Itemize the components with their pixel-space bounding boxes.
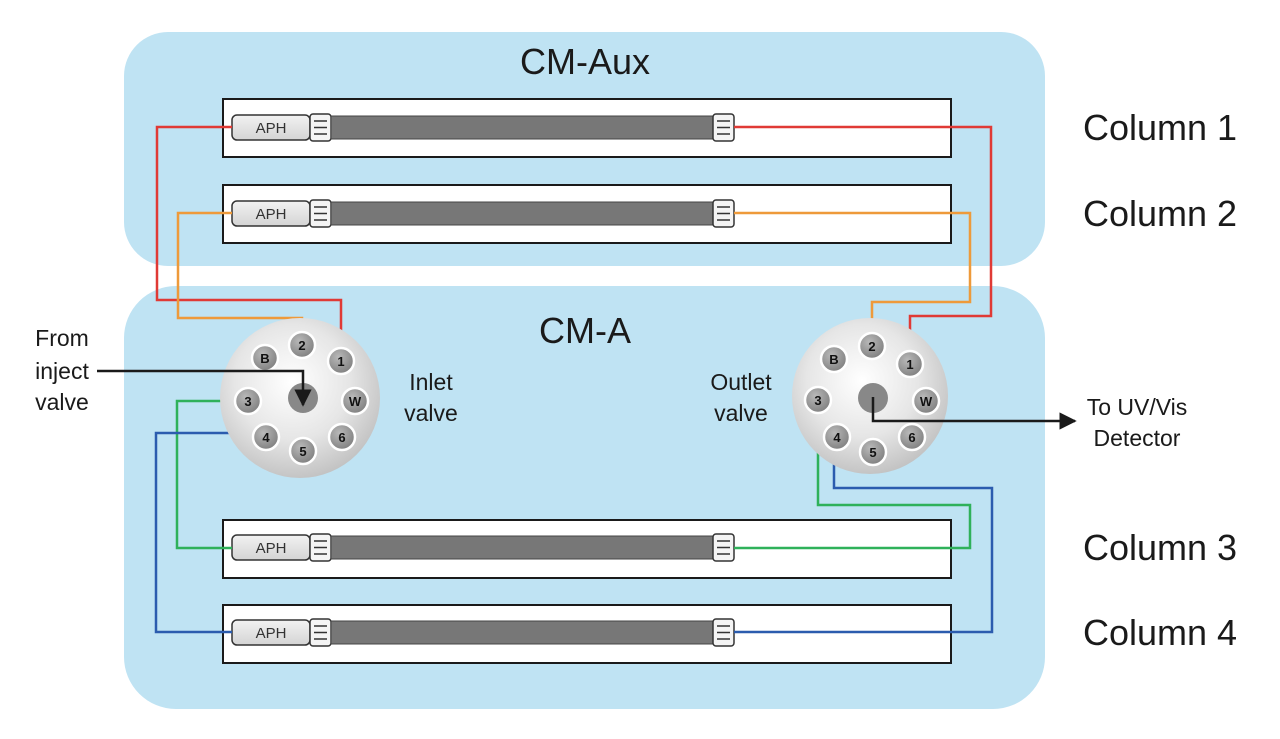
- port-6: 6: [327, 422, 357, 452]
- aph-label: APH: [256, 540, 287, 557]
- tube-column-1: [155, 125, 343, 352]
- column-1-label: Column 1: [1083, 107, 1237, 148]
- svg-text:6: 6: [908, 430, 915, 445]
- outlet-valve-label-2: valve: [714, 400, 768, 426]
- from-inject-label-3: valve: [35, 389, 89, 415]
- port-1: 1: [326, 346, 356, 376]
- from-inject-label-1: From: [35, 325, 89, 351]
- svg-text:2: 2: [298, 338, 305, 353]
- port-2: 2: [287, 330, 317, 360]
- aph-label: APH: [256, 625, 287, 642]
- port-2: 2: [857, 331, 887, 361]
- column-3-label: Column 3: [1083, 527, 1237, 568]
- tube-column-3-out: [734, 410, 972, 550]
- column-1: APH: [222, 98, 952, 158]
- svg-text:6: 6: [338, 430, 345, 445]
- aph-label: APH: [256, 120, 287, 137]
- port-6: 6: [897, 422, 927, 452]
- column-body: [330, 535, 714, 560]
- port-b: B: [250, 343, 280, 373]
- to-detector-label-2: Detector: [1094, 425, 1181, 451]
- column-body: [330, 115, 714, 140]
- tube-column-4-out: [734, 444, 994, 634]
- port-5: 5: [858, 437, 888, 467]
- svg-text:3: 3: [244, 394, 251, 409]
- port-3: 3: [803, 385, 833, 415]
- svg-text:W: W: [349, 394, 362, 409]
- column-body: [330, 201, 714, 226]
- svg-text:1: 1: [337, 354, 344, 369]
- tube-column-2-out: [734, 211, 972, 341]
- svg-text:3: 3: [814, 393, 821, 408]
- port-w: W: [911, 386, 941, 416]
- tube-column-3: [175, 399, 248, 550]
- cm-a-title: CM-A: [539, 310, 631, 351]
- outlet-valve: 2 1 B 3 4 5 6 W: [792, 318, 948, 474]
- svg-text:4: 4: [833, 430, 841, 445]
- svg-text:W: W: [920, 394, 933, 409]
- port-w: W: [340, 386, 370, 416]
- port-5: 5: [288, 436, 318, 466]
- svg-text:2: 2: [868, 339, 875, 354]
- svg-text:5: 5: [869, 445, 876, 460]
- svg-text:4: 4: [262, 430, 270, 445]
- to-detector-label-1: To UV/Vis: [1087, 394, 1188, 420]
- svg-text:B: B: [260, 351, 269, 366]
- outlet-valve-label-1: Outlet: [710, 369, 772, 395]
- svg-text:1: 1: [906, 357, 913, 372]
- svg-text:5: 5: [299, 444, 306, 459]
- inject-arrow: [97, 369, 312, 407]
- detector-arrow: [871, 397, 1077, 430]
- svg-text:B: B: [829, 352, 838, 367]
- inlet-valve-label-1: Inlet: [409, 369, 453, 395]
- column-2-label: Column 2: [1083, 193, 1237, 234]
- from-inject-label-2: inject: [35, 358, 89, 384]
- column-4-label: Column 4: [1083, 612, 1237, 653]
- inlet-valve-label-2: valve: [404, 400, 458, 426]
- cm-aux-title: CM-Aux: [520, 41, 650, 82]
- port-1: 1: [895, 349, 925, 379]
- port-3: 3: [233, 386, 263, 416]
- port-4: 4: [822, 422, 852, 452]
- column-body: [330, 620, 714, 645]
- aph-label: APH: [256, 206, 287, 223]
- port-b: B: [819, 344, 849, 374]
- inlet-valve: 2 1 B 3 4 5 6 W: [220, 318, 380, 478]
- tube-column-4: [154, 431, 266, 634]
- column-4: APH: [222, 604, 952, 664]
- port-4: 4: [251, 422, 281, 452]
